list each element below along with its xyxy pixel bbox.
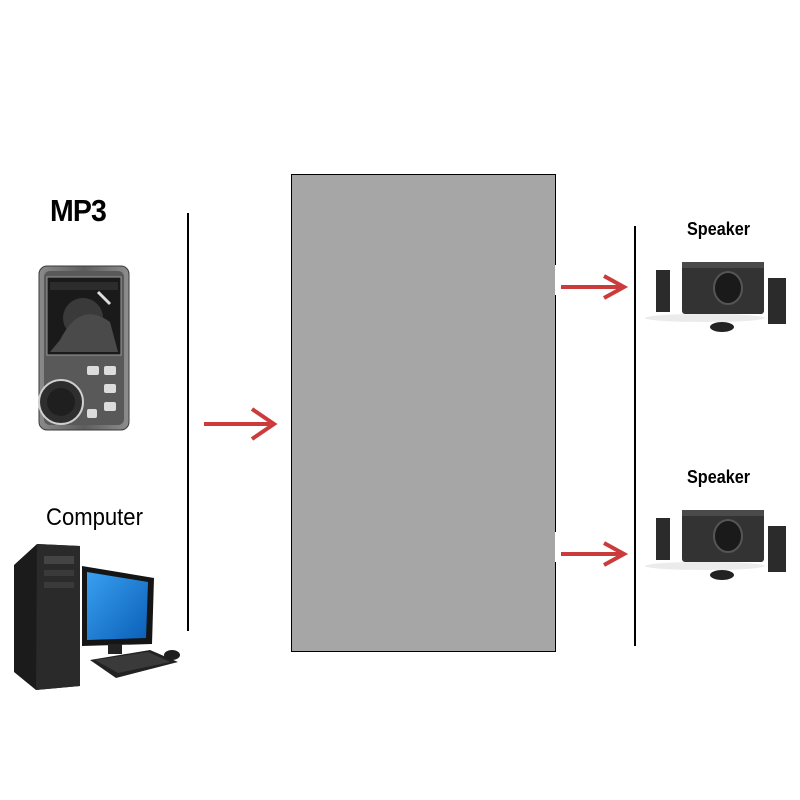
input-arrow	[204, 407, 278, 441]
speaker-top-label: Speaker	[687, 219, 751, 239]
speaker-bottom-label: Speaker	[687, 467, 751, 487]
central-device-box	[291, 174, 556, 652]
output-port-notch-top	[555, 265, 559, 295]
input-divider-line	[187, 213, 189, 631]
computer-label: Computer	[46, 504, 143, 531]
output-arrow-bottom	[561, 541, 629, 567]
mp3-label: MP3	[50, 193, 107, 228]
output-port-notch-bottom	[555, 532, 559, 562]
output-divider-line	[634, 226, 636, 646]
output-arrow-top	[561, 274, 629, 300]
